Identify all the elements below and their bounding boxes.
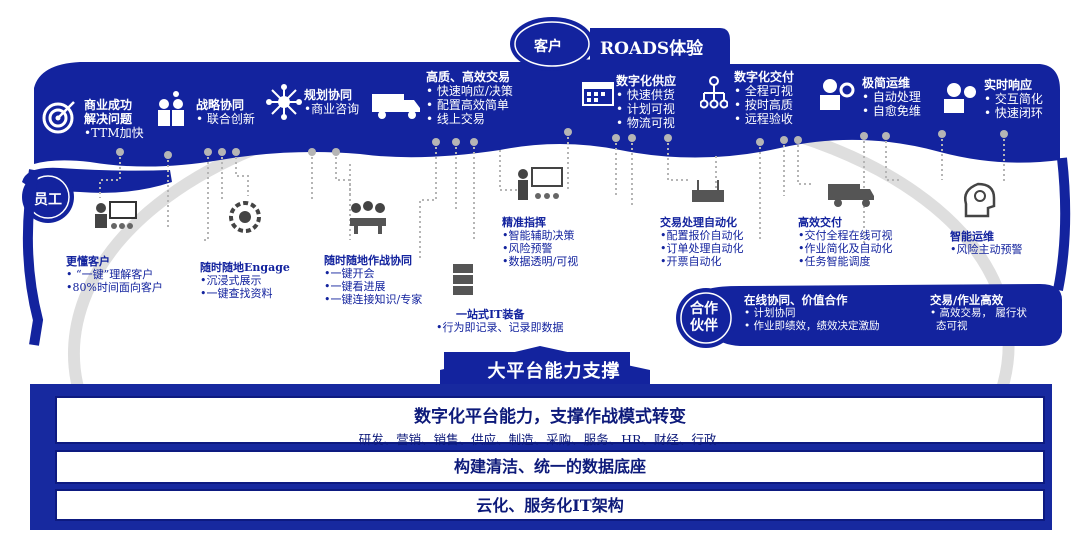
server-icon <box>453 264 473 295</box>
employee-item-know-customer: 更懂客户• “一键”理解客户 •80%时间面向客户 <box>66 255 163 294</box>
partner-item-collaboration: 在线协同、价值合作 • 计划协同• 作业即绩效，绩效决定激励 <box>744 293 880 333</box>
connector-lines <box>99 132 1005 260</box>
partner-wave <box>699 284 1062 346</box>
platform-row-digital-title: 数字化平台能力，支撑作战模式转变 <box>414 407 686 427</box>
customer-item-delivery: 数字化交付• 全程可视 • 按时高质• 远程验收 <box>734 70 795 126</box>
customer-item-response: 实时响应• 交互简化 • 快速闭环 <box>984 78 1043 120</box>
platform-row-data: 构建清洁、统一的数据底座 <box>55 450 1045 484</box>
customer-item-business-success: 商业成功解决问题 •TTM加快 <box>84 98 144 140</box>
employee-right-curve <box>1053 157 1071 291</box>
person-headset-icon <box>944 83 976 113</box>
platform-row-digital-subtitle: 研发、营销、销售、供应、制造、采购、服务、HR、财经、行政…… <box>358 432 742 447</box>
router-icon <box>692 180 724 202</box>
customer-bubble-ring <box>514 21 590 67</box>
customer-label: 客户 <box>534 39 562 55</box>
partner-label: 合作 伙伴 <box>690 301 718 334</box>
employee-curve <box>22 169 44 346</box>
platform-row-cloud: 云化、服务化IT架构 <box>55 489 1045 521</box>
customer-item-transaction: 高质、高效交易• 快速响应/决策 • 配置高效简单• 线上交易 <box>426 70 513 126</box>
banner-box <box>444 352 630 382</box>
customer-item-strategy: 战略协同• 联合创新 <box>196 98 255 126</box>
delivery-truck-icon <box>828 184 874 207</box>
presenter-icon <box>95 201 137 229</box>
page-title: ROADS体验 <box>600 39 704 59</box>
partner-bubble <box>676 288 736 348</box>
customer-wave <box>34 59 1060 167</box>
target-icon <box>42 101 75 134</box>
platform-support-banner: 大平台能力支撑 <box>487 361 621 382</box>
gear-person-icon <box>229 201 261 233</box>
partner-item-efficiency: 交易/作业高效 • 高效交易， 履行状态可视 <box>930 293 1027 333</box>
customer-item-planning: 规划协同•商业咨询 <box>304 88 360 116</box>
customer-bubble <box>510 17 594 71</box>
ai-head-icon <box>964 182 996 218</box>
title-tab <box>590 28 730 64</box>
employee-item-efficient-delivery: 高效交付•交付全程在线可视 •作业简化及自动化•任务智能调度 <box>798 216 893 268</box>
platform-row-digital: 数字化平台能力，支撑作战模式转变 研发、营销、销售、供应、制造、采购、服务、HR… <box>55 396 1045 447</box>
employee-label: 员工 <box>34 192 62 208</box>
partner-bubble-ring <box>680 292 732 344</box>
engineer-gear-icon <box>820 79 855 110</box>
employee-item-trade-automation: 交易处理自动化•配置报价自动化 •订单处理自动化•开票自动化 <box>660 216 744 268</box>
meeting-icon <box>350 201 386 234</box>
employee-item-collaboration: 随时随地作战协同•一键开会 •一键看进展•一键连接知识/专家 <box>324 254 423 306</box>
calendar-icon <box>582 82 614 106</box>
customer-item-om: 极简运维• 自动处理 • 自愈免维 <box>862 76 921 118</box>
network-icon <box>266 84 302 120</box>
truck-icon <box>372 94 420 119</box>
employee-item-smart-om: 智能运维•风险主动预警 <box>950 230 1023 256</box>
employee-item-command: 精准指挥•智能辅助决策 •风险预警•数据透明/可视 <box>502 216 579 268</box>
people-talk-icon <box>158 91 184 126</box>
customer-item-supply: 数字化供应• 快速供货 • 计划可视• 物流可视 <box>616 74 677 130</box>
command-center-icon <box>518 167 563 200</box>
employee-item-it-equipment: 一站式IT装备•行为即记录、记录即数据 <box>436 308 564 334</box>
connector-dots <box>116 128 1008 159</box>
hierarchy-icon <box>700 76 728 109</box>
employee-item-engage: 随时随地Engage•沉浸式展示 •一键查找资料 <box>200 261 290 300</box>
